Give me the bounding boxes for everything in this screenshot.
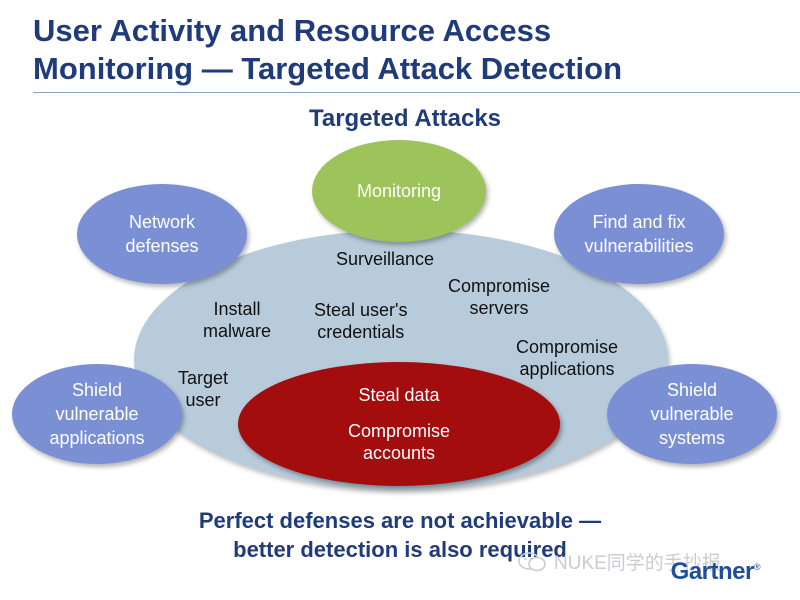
- shield-systems-line2: vulnerable: [650, 404, 734, 424]
- shield-systems-ellipse: Shield vulnerable systems: [607, 364, 777, 464]
- install-malware-line1: Install: [213, 299, 261, 319]
- compromise-servers-line2: servers: [469, 298, 529, 318]
- shield-systems-line1: Shield: [666, 380, 718, 400]
- shield-apps-line1: Shield: [71, 380, 123, 400]
- find-fix-line1: Find and fix: [592, 212, 686, 232]
- target-user-label: Target user: [178, 367, 228, 411]
- compromise-applications-label: Compromise applications: [516, 336, 618, 380]
- slide-title-line2: Monitoring — Targeted Attack Detection: [33, 51, 623, 86]
- title-divider: [33, 92, 800, 93]
- compromise-applications-line1: Compromise: [516, 337, 619, 357]
- steal-data-ellipse: Steal data Compromise accounts: [238, 362, 560, 486]
- compromise-accounts-line1: Compromise: [347, 421, 451, 441]
- tagline-line1: Perfect defenses are not achievable —: [198, 508, 602, 533]
- install-malware-label: Install malware: [203, 298, 271, 342]
- target-user-line1: Target: [178, 368, 229, 388]
- watermark-text: NUKE同学的手抄报: [554, 553, 721, 574]
- compromise-servers-label: Compromise servers: [448, 275, 550, 319]
- surveillance-label: Surveillance: [336, 249, 435, 269]
- watermark: NUKE同学的手抄报: [518, 548, 721, 575]
- slide-title: User Activity and Resource Access Monito…: [33, 12, 793, 88]
- shield-applications-ellipse: Shield vulnerable applications: [12, 364, 182, 464]
- shield-apps-line2: vulnerable: [55, 404, 139, 424]
- tagline-line2: better detection is also required: [233, 537, 567, 562]
- network-defenses-ellipse: Network defenses: [77, 184, 247, 284]
- brand-name: Gartner: [670, 558, 755, 585]
- install-malware-line2: malware: [203, 321, 272, 341]
- conclusion-tagline: Perfect defenses are not achievable — be…: [150, 506, 650, 564]
- compromise-accounts-line2: accounts: [362, 443, 436, 463]
- gartner-logo: Gartner®: [670, 558, 761, 586]
- find-fix-line2: vulnerabilities: [584, 236, 694, 256]
- steal-credentials-label: Steal user's credentials: [314, 299, 407, 343]
- network-defenses-line1: Network: [128, 212, 195, 232]
- steal-data-label: Steal data: [358, 385, 440, 405]
- compromise-applications-line2: applications: [519, 359, 615, 379]
- monitoring-label: Monitoring: [356, 180, 442, 201]
- steal-credentials-line1: Steal user's: [314, 300, 408, 320]
- diagram-subtitle: Targeted Attacks: [308, 105, 502, 132]
- brand-mark: ®: [753, 562, 761, 572]
- target-user-line2: user: [185, 390, 221, 410]
- compromise-servers-line1: Compromise: [448, 276, 551, 296]
- find-fix-vulnerabilities-ellipse: Find and fix vulnerabilities: [554, 184, 724, 284]
- network-defenses-line2: defenses: [125, 236, 199, 256]
- chat-bubble-icon: [518, 551, 546, 571]
- slide-title-line1: User Activity and Resource Access: [33, 13, 552, 48]
- monitoring-ellipse: Monitoring: [312, 140, 486, 242]
- steal-credentials-line2: credentials: [317, 322, 405, 342]
- shield-systems-line3: systems: [658, 428, 725, 448]
- shield-apps-line3: applications: [49, 428, 145, 448]
